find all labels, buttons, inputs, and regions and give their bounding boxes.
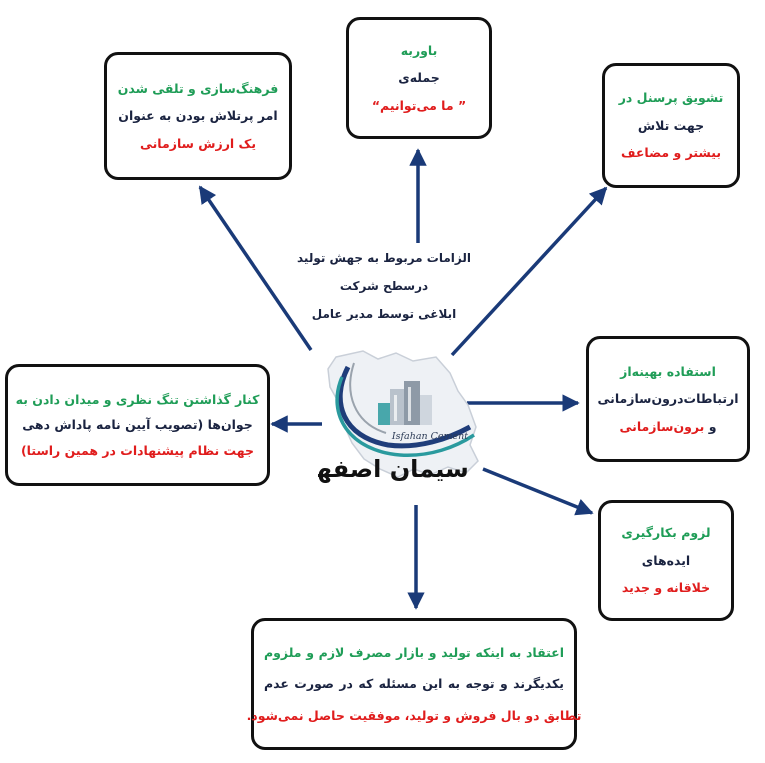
logo-grey-swoosh bbox=[349, 362, 387, 434]
box-top-line-3: ” ما می‌توانیم“ bbox=[371, 97, 467, 113]
box-left-line-1: کنار گذاشتن تنگ نظری و میدان دادن به bbox=[15, 391, 260, 407]
central-heading-line-3: ابلاغی توسط مدیر عامل bbox=[311, 307, 457, 321]
box-bottom-line-1: اعتقاد به اینکه تولید و بازار مصرف لازم … bbox=[264, 644, 564, 660]
isfahan-cement-logo: Isfahan Cement سیمان اصفهان bbox=[287, 347, 486, 499]
box-we-can-belief: باوربه جمله‌ی ” ما می‌توانیم“ bbox=[346, 17, 492, 139]
central-heading-line-1: الزامات مربوط به جهش تولید bbox=[297, 251, 471, 265]
box-top-left-line-2: امر پرتلاش بودن به عنوان bbox=[118, 108, 278, 124]
logo-buildings bbox=[378, 381, 432, 425]
box-top-right-line-3: بیشتر و مضاعف bbox=[620, 145, 722, 161]
box-right-line-3-emphasis: برون‌سازمانی bbox=[619, 418, 705, 434]
logo-teal-swoosh bbox=[335, 376, 475, 457]
logo-persian-text: سیمان اصفهان bbox=[318, 455, 469, 483]
logo-navy-swoosh bbox=[337, 365, 472, 449]
box-bottom-line-3: تطابق دو بال فروش و تولید، موفقیت حاصل ن… bbox=[246, 707, 582, 723]
box-top-right-line-2: جهت تلاش bbox=[637, 117, 705, 133]
box-culture-building: فرهنگ‌سازی و تلقی شدن امر پرتلاش بودن به… bbox=[104, 52, 292, 180]
box-top-left-line-1: فرهنگ‌سازی و تلقی شدن bbox=[117, 80, 279, 96]
box-top-line-1: باوربه bbox=[400, 42, 438, 58]
box-youth-empowerment: کنار گذاشتن تنگ نظری و میدان دادن به جوا… bbox=[5, 364, 270, 486]
box-top-line-2: جمله‌ی bbox=[398, 70, 440, 86]
logo-latin-text: Isfahan Cement bbox=[391, 431, 468, 442]
box-left-line-3: جهت نظام پیشنهادات در همین راستا) bbox=[20, 442, 255, 458]
box-right-line-1: استفاده بهینه‌از bbox=[620, 363, 716, 379]
arrow-to-top-left bbox=[198, 185, 313, 351]
box-communications: استفاده بهینه‌از ارتباطات‌درون‌سازمانی و… bbox=[586, 336, 750, 462]
box-right-line-3: و برون‌سازمانی bbox=[620, 419, 717, 435]
box-bottom-right-line-3: خلاقانه و جدید bbox=[621, 580, 711, 596]
box-bottom-line-2: یکدیگرند و توجه به این مسئله که در صورت … bbox=[264, 676, 564, 692]
logo-graphic: Isfahan Cement سیمان اصفهان bbox=[287, 350, 479, 483]
box-right-line-2: ارتباطات‌درون‌سازمانی bbox=[597, 391, 739, 407]
box-creative-ideas: لزوم بکارگیری ایده‌های خلاقانه و جدید bbox=[598, 500, 734, 621]
box-bottom-right-line-2: ایده‌های bbox=[641, 552, 691, 568]
central-heading: الزامات مربوط به جهش تولید درسطح شرکت اب… bbox=[296, 252, 472, 336]
box-top-right-line-1: تشویق پرسنل در bbox=[618, 90, 724, 106]
box-top-left-line-3: یک ارزش سازمانی bbox=[139, 135, 257, 151]
box-production-market-belief: اعتقاد به اینکه تولید و بازار مصرف لازم … bbox=[247, 618, 581, 750]
box-personnel-encouragement: تشویق پرسنل در جهت تلاش بیشتر و مضاعف bbox=[602, 63, 740, 188]
box-right-line-3-prefix: و bbox=[704, 418, 717, 434]
box-left-line-2: جوان‌ها (تصویب آیین نامه پاداش دهی bbox=[22, 417, 253, 433]
central-heading-line-2: درسطح شرکت bbox=[339, 279, 429, 293]
arrow-to-top-right bbox=[450, 186, 608, 357]
box-bottom-right-line-1: لزوم بکارگیری bbox=[621, 525, 711, 541]
arrow-to-bottom-right bbox=[482, 467, 594, 516]
